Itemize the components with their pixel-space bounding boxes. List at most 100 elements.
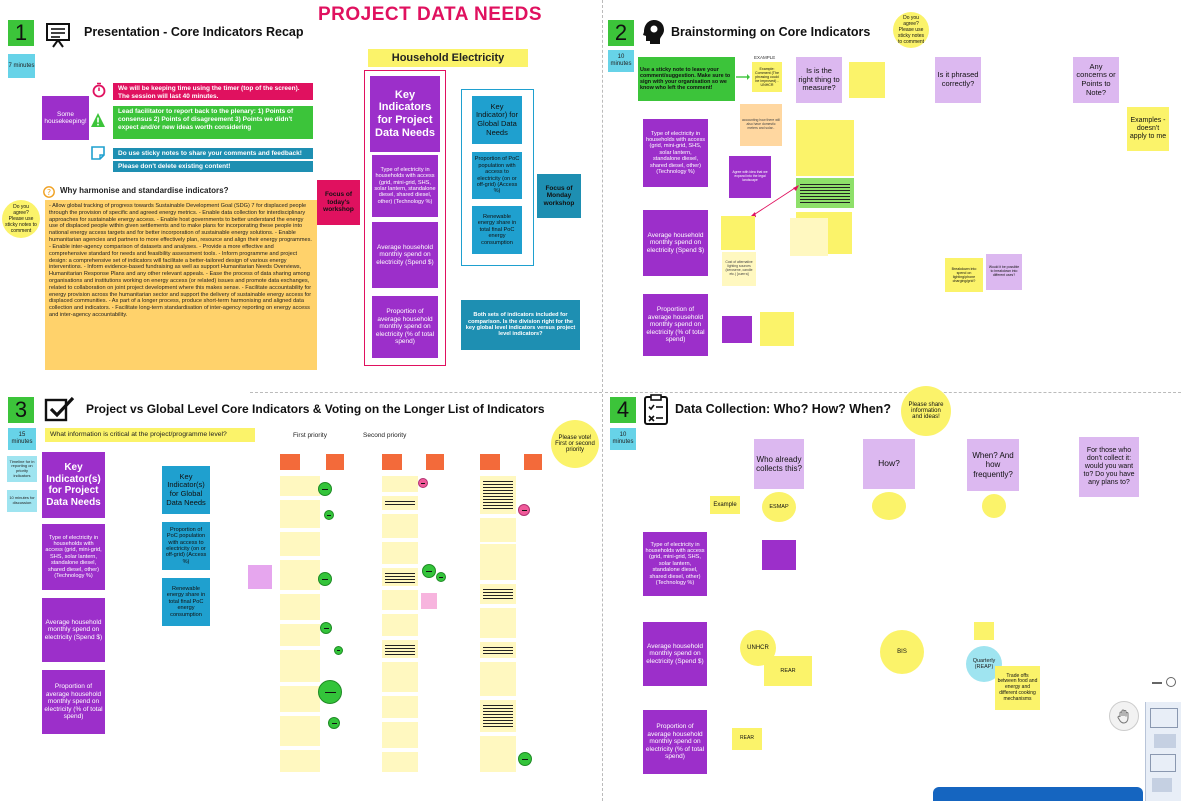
q4-esmap-circle[interactable]: ESMAP bbox=[762, 492, 796, 522]
key-indicator-global-q1[interactable]: Key Indicator) for Global Data Needs bbox=[472, 96, 522, 144]
vote-dot[interactable] bbox=[436, 572, 446, 582]
vote-item[interactable] bbox=[280, 686, 320, 712]
do-you-agree-circle-q2[interactable]: Do you agree? Please use sticky notes to… bbox=[893, 12, 929, 48]
q3-indicator-spend[interactable]: Average household monthly spend on elect… bbox=[42, 598, 105, 662]
vote-item[interactable] bbox=[280, 624, 320, 646]
bottom-blue-banner[interactable] bbox=[933, 787, 1143, 801]
q2-indicator-spend[interactable]: Average household monthly spend on elect… bbox=[643, 210, 708, 276]
vote-dot[interactable] bbox=[318, 482, 332, 496]
vote-item-lined[interactable] bbox=[480, 476, 516, 514]
vote-item[interactable] bbox=[280, 560, 320, 590]
vote-item[interactable] bbox=[382, 590, 418, 610]
do-you-agree-circle-q1[interactable]: Do you agree? Please use sticky notes to… bbox=[2, 200, 40, 238]
vote-item-lined[interactable] bbox=[382, 568, 418, 586]
column-header-d[interactable] bbox=[426, 454, 444, 470]
q4-indicator-type[interactable]: Type of electricity in households with a… bbox=[643, 532, 707, 596]
global-indicator-access[interactable]: Proportion of PoC population with access… bbox=[472, 152, 522, 199]
vote-dot[interactable] bbox=[518, 504, 530, 516]
vote-dot[interactable] bbox=[320, 622, 332, 634]
q4-indicator-proportion[interactable]: Proportion of average household monthly … bbox=[643, 710, 707, 774]
zoom-minus-icon[interactable] bbox=[1152, 682, 1162, 684]
column-header-a[interactable] bbox=[280, 454, 300, 470]
vote-item[interactable] bbox=[280, 500, 320, 528]
both-sets-note[interactable]: Both sets of indicators included for com… bbox=[461, 300, 580, 350]
housekeeping-note[interactable]: Some housekeeping! bbox=[42, 96, 89, 140]
q2-lined-mid[interactable] bbox=[721, 216, 755, 250]
vote-item[interactable] bbox=[480, 518, 516, 542]
q4-bis-circle[interactable]: BIS bbox=[880, 630, 924, 674]
q4-column-who[interactable]: Who already collects this? bbox=[754, 439, 804, 489]
column-concerns[interactable]: Any concerns or Points to Note? bbox=[1073, 57, 1119, 103]
focus-today-note[interactable]: Focus of today's workshop bbox=[317, 180, 360, 225]
column-header-e[interactable] bbox=[480, 454, 500, 470]
minimap-panel[interactable] bbox=[1145, 702, 1181, 801]
q3-lined-lavender[interactable] bbox=[248, 565, 272, 589]
q4-reach-note-2[interactable]: REAR bbox=[732, 728, 762, 750]
q4-how-circle[interactable] bbox=[872, 492, 906, 520]
vote-item-lined[interactable] bbox=[382, 496, 418, 510]
q2-comment-orange[interactable]: accounting how there will also have dome… bbox=[740, 104, 782, 146]
vote-item[interactable] bbox=[280, 532, 320, 556]
vote-item[interactable] bbox=[382, 722, 418, 748]
vote-item[interactable] bbox=[382, 542, 418, 564]
vote-item[interactable] bbox=[280, 594, 320, 620]
vote-dot[interactable] bbox=[328, 717, 340, 729]
key-indicators-project-q3[interactable]: Key Indicator(s) for Project Data Needs bbox=[42, 452, 105, 518]
vote-dot[interactable] bbox=[324, 510, 334, 520]
column-header-c[interactable] bbox=[382, 454, 402, 470]
lined-note[interactable] bbox=[849, 62, 885, 98]
q4-small-note[interactable] bbox=[974, 622, 994, 640]
q3-timeline-note[interactable]: Timeline for in reporting on priority in… bbox=[7, 456, 37, 482]
vote-dot[interactable] bbox=[422, 564, 436, 578]
vote-item[interactable] bbox=[382, 696, 418, 718]
project-indicator-proportion[interactable]: Proportion of average household monthly … bbox=[372, 296, 438, 358]
key-indicators-project-q1[interactable]: Key Indicators for Project Data Needs bbox=[370, 76, 440, 152]
vote-item[interactable] bbox=[480, 544, 516, 580]
vote-item[interactable] bbox=[280, 750, 320, 772]
q3-pink-square[interactable] bbox=[421, 593, 437, 609]
q2-lined-yellow-bottom[interactable] bbox=[760, 312, 794, 346]
vote-item[interactable] bbox=[382, 514, 418, 538]
q3-indicator-type[interactable]: Type of electricity in households with a… bbox=[42, 524, 105, 590]
q2-lined-green[interactable] bbox=[796, 178, 854, 208]
vote-item[interactable] bbox=[480, 608, 516, 638]
q3-discussion-note[interactable]: 10 minutes for discussion bbox=[7, 490, 37, 512]
hand-tool-icon[interactable] bbox=[1109, 701, 1139, 731]
please-vote-circle[interactable]: Please vote! First or second priority bbox=[551, 420, 599, 468]
q4-reach-note[interactable]: REAR bbox=[764, 656, 812, 686]
q3-global-access[interactable]: Proportion of PoC population with access… bbox=[162, 522, 210, 570]
vote-dot[interactable] bbox=[418, 478, 428, 488]
q2-comment-breakdown[interactable]: Breakdown into spend on lighting/phone c… bbox=[945, 258, 983, 292]
please-share-circle[interactable]: Please share information and ideas! bbox=[901, 386, 951, 436]
column-header-b[interactable] bbox=[326, 454, 344, 470]
example-comment-note[interactable]: Example: Comment (The phrasing could be … bbox=[752, 62, 782, 92]
vote-item[interactable] bbox=[280, 476, 320, 496]
vote-item-lined[interactable] bbox=[382, 640, 418, 658]
vote-item[interactable] bbox=[382, 614, 418, 636]
q4-comment-purple[interactable] bbox=[762, 540, 796, 570]
vote-item[interactable] bbox=[280, 650, 320, 682]
q2-comment-uses[interactable]: Would it be possible to breakdown into d… bbox=[986, 254, 1022, 290]
global-indicator-renewable[interactable]: Renewable energy share in total final Po… bbox=[472, 206, 522, 254]
q4-indicator-spend[interactable]: Average household monthly spend on elect… bbox=[643, 622, 707, 686]
q4-column-when[interactable]: When? And how frequently? bbox=[967, 439, 1019, 491]
zoom-slider-handle[interactable] bbox=[1166, 677, 1176, 687]
vote-item[interactable] bbox=[382, 662, 418, 692]
column-phrased[interactable]: Is it phrased correctly? bbox=[935, 57, 981, 103]
q2-indicator-type[interactable]: Type of electricity in households with a… bbox=[643, 119, 708, 187]
q2-comment-small[interactable] bbox=[790, 218, 828, 256]
q3-indicator-proportion[interactable]: Proportion of average household monthly … bbox=[42, 670, 105, 734]
vote-dot[interactable] bbox=[318, 572, 332, 586]
project-indicator-type[interactable]: Type of electricity in households with a… bbox=[372, 155, 438, 217]
vote-item[interactable] bbox=[480, 736, 516, 772]
vote-dot[interactable] bbox=[518, 752, 532, 766]
q4-when-circle[interactable] bbox=[982, 494, 1006, 518]
q2-indicator-proportion[interactable]: Proportion of average household monthly … bbox=[643, 294, 708, 356]
q3-global-renewable[interactable]: Renewable energy share in total final Po… bbox=[162, 578, 210, 626]
vote-item[interactable] bbox=[280, 716, 320, 746]
focus-monday-note[interactable]: Focus of Monday workshop bbox=[537, 174, 581, 218]
project-indicator-spend[interactable]: Average household monthly spend on elect… bbox=[372, 222, 438, 288]
vote-dot[interactable] bbox=[318, 680, 342, 704]
vote-item-lined[interactable] bbox=[480, 642, 516, 658]
column-right-thing[interactable]: Is is the right thing to measure? bbox=[796, 57, 842, 103]
